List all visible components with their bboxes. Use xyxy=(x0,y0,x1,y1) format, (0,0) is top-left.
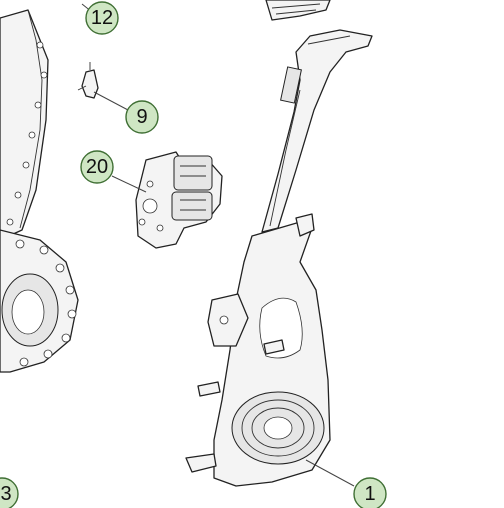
callout-9: 9 xyxy=(125,100,159,134)
clip-part-9 xyxy=(77,62,99,99)
leader-line-1 xyxy=(305,459,355,487)
callout-12-label: 12 xyxy=(91,7,113,29)
callout-9-label: 9 xyxy=(136,106,147,128)
motor-part-20 xyxy=(135,151,223,249)
callout-3: 3 xyxy=(0,477,19,508)
callout-1: 1 xyxy=(353,477,387,508)
callout-20: 20 xyxy=(80,150,114,184)
callout-3-label: 3 xyxy=(0,483,11,505)
callout-20-label: 20 xyxy=(86,156,108,178)
leader-line-9 xyxy=(93,91,129,111)
left-gear-cluster xyxy=(0,229,79,373)
regulator-panel-part-1 xyxy=(185,29,373,487)
top-part-fragment xyxy=(265,0,331,21)
callout-1-label: 1 xyxy=(364,483,375,505)
callout-12: 12 xyxy=(85,1,119,35)
leader-line-20 xyxy=(111,175,147,193)
left-rail-strip xyxy=(0,9,49,241)
